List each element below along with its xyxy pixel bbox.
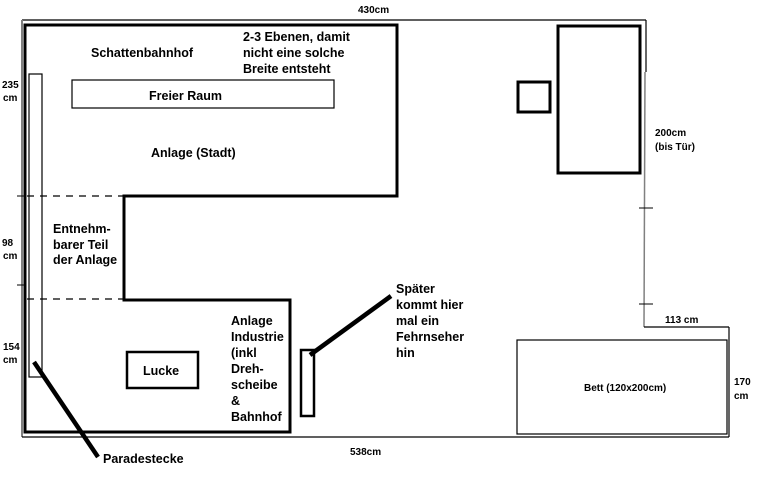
dim-right-lower: 170 — [734, 377, 751, 388]
label-bett: Bett (120x200cm) — [584, 383, 666, 394]
tv-stand — [299, 348, 316, 418]
dim-top: 430cm — [358, 5, 389, 16]
tv-pointer — [308, 294, 393, 357]
label-line: Anlage — [231, 314, 273, 328]
label-line: barer Teil — [53, 238, 108, 252]
label-schattenbahnhof: Schattenbahnhof — [91, 46, 194, 60]
dim-left-top-unit: cm — [3, 93, 18, 104]
dim-bottom: 538cm — [350, 447, 381, 458]
dim-left-bottom: 154 — [3, 342, 20, 353]
label-line: (inkl — [231, 346, 257, 360]
label-anlage-stadt: Anlage (Stadt) — [151, 146, 236, 160]
note-line: Später — [396, 282, 435, 296]
label-line: Entnehm- — [53, 222, 111, 236]
label-ebenen-note: 2-3 Ebenen, damit nicht eine solche Brei… — [243, 30, 351, 76]
dim-right-upper-note: (bis Tür) — [655, 142, 695, 153]
paradestecke-strip — [28, 73, 43, 378]
paradestecke-pointer — [32, 360, 100, 459]
label-freier-raum: Freier Raum — [149, 89, 222, 103]
wall-right — [643, 71, 646, 328]
note-line: Breite entsteht — [243, 62, 331, 76]
label-line: Dreh- — [231, 362, 264, 376]
layout-outline — [23, 23, 399, 434]
label-line: Industrie — [231, 330, 284, 344]
lucke-box — [125, 350, 200, 390]
dim-left-middle: 98 — [2, 238, 14, 249]
dim-right-step: 113 cm — [665, 315, 698, 326]
note-line: mal ein — [396, 314, 439, 328]
label-entnehmbar: Entnehm- barer Teil der Anlage — [53, 222, 117, 267]
freier-raum-box — [71, 79, 335, 109]
dim-right-upper: 200cm — [655, 128, 686, 139]
dim-left-bottom-unit: cm — [3, 355, 18, 366]
label-paradestecke: Paradestecke — [103, 452, 184, 466]
label-anlage-industrie: Anlage Industrie (inkl Dreh- scheibe & B… — [231, 314, 284, 424]
note-line: kommt hier — [396, 298, 464, 312]
note-line: Fehrnseher — [396, 330, 464, 344]
room-walls — [17, 19, 730, 438]
label-line: scheibe — [231, 378, 278, 392]
dim-left-top: 235 — [2, 80, 19, 91]
dim-right-lower-unit: cm — [734, 391, 749, 402]
label-line: Bahnhof — [231, 410, 283, 424]
dim-left-middle-unit: cm — [3, 251, 18, 262]
label-fernseher-note: Später kommt hier mal ein Fehrnseher hin — [396, 282, 464, 360]
label-line: der Anlage — [53, 253, 117, 267]
cabinet — [556, 24, 642, 175]
small-furniture — [516, 80, 552, 114]
note-line: nicht eine solche — [243, 46, 344, 60]
note-line: hin — [396, 346, 415, 360]
label-line: & — [231, 394, 240, 408]
label-lucke: Lucke — [143, 364, 179, 378]
note-line: 2-3 Ebenen, damit — [243, 30, 351, 44]
bed — [516, 339, 728, 435]
